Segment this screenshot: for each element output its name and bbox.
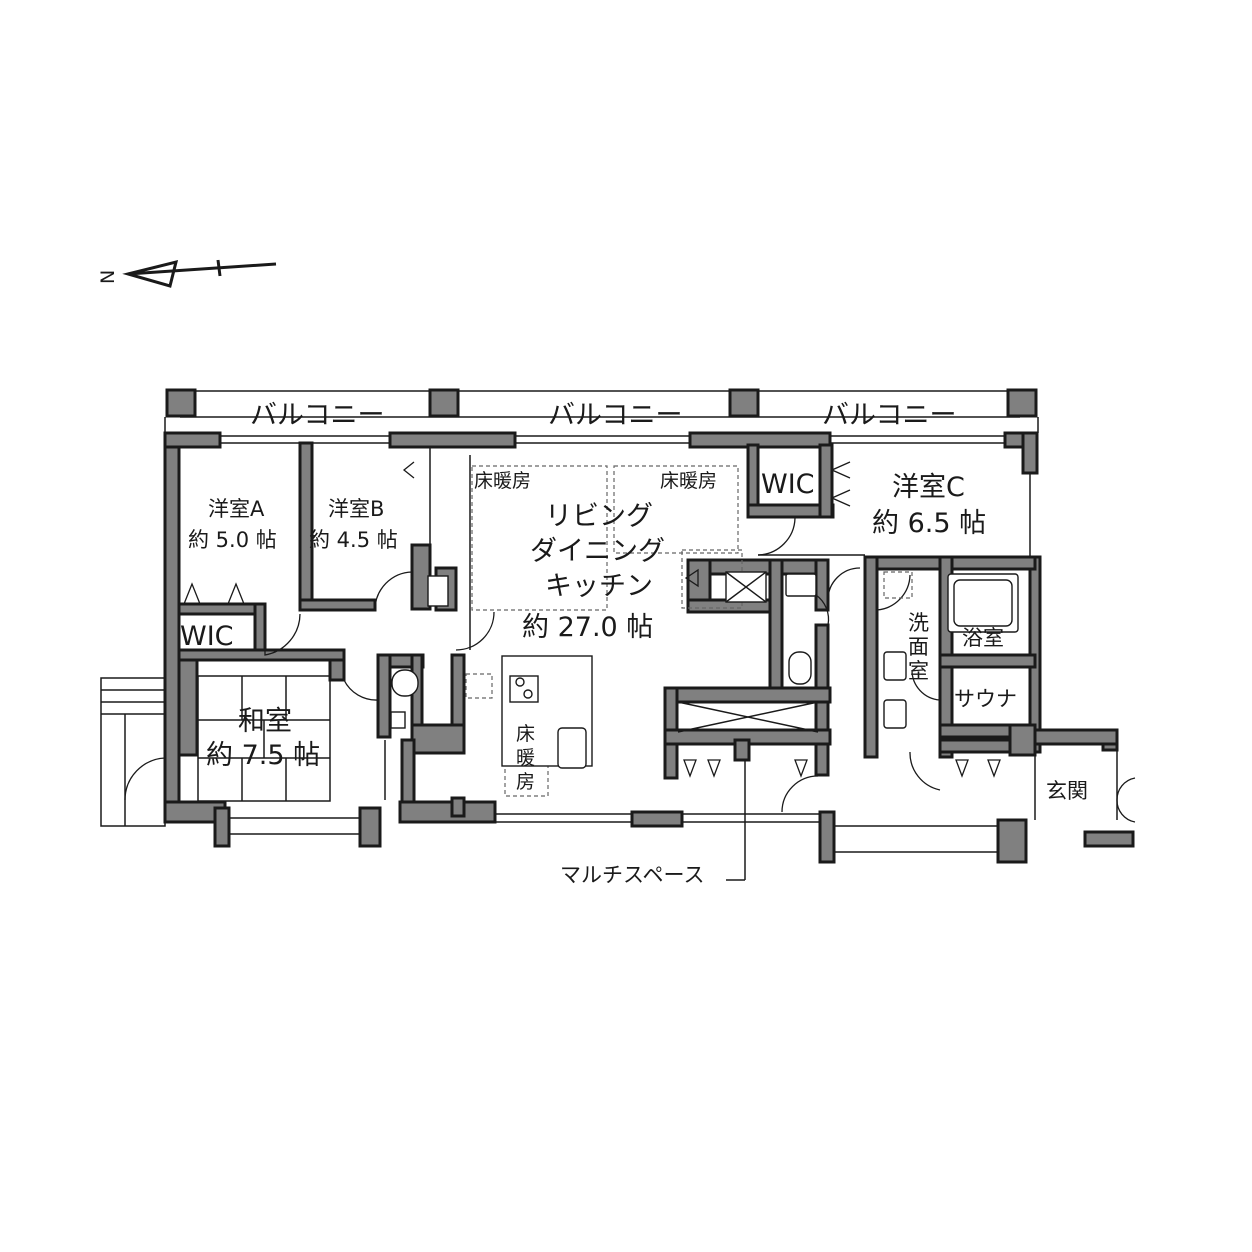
room-b-size: 約 4.5 帖 (309, 528, 398, 552)
floor-heat-vertical-3: 房 (516, 771, 535, 793)
bottom-windows (229, 813, 998, 853)
floor-heat-vertical-1: 床 (516, 723, 535, 745)
floor-heat-label-2: 床暖房 (660, 470, 717, 492)
ldk-label-1: リビング (545, 501, 653, 532)
washroom-label-1: 洗 (908, 611, 929, 635)
interior-walls (177, 441, 1037, 804)
washroom-label-2: 面 (908, 635, 929, 659)
entrance-label: 玄関 (1046, 779, 1088, 803)
washroom-label-3: 室 (908, 659, 929, 683)
bath-label: 浴室 (962, 626, 1004, 650)
balcony-right-label: バルコニー (822, 400, 956, 431)
tatami-grid (197, 675, 331, 802)
room-c-name: 洋室C (892, 472, 965, 503)
floor-heat-vertical-2: 暖 (516, 747, 535, 769)
fixtures (390, 571, 1019, 769)
ldk-label-2: ダイニング (530, 536, 665, 567)
balcony-center-label: バルコニー (548, 400, 682, 431)
entry-steps (100, 677, 166, 827)
ldk-label-3: キッチン (545, 571, 653, 602)
floor-heat-label-1: 床暖房 (474, 470, 531, 492)
closet-doors (683, 759, 1001, 778)
wic-right-label: WIC (761, 469, 815, 500)
balcony-rail (164, 390, 1039, 433)
structural-columns (165, 388, 1038, 418)
room-a-name: 洋室A (208, 497, 265, 521)
washitsu-name: 和室 (238, 706, 292, 737)
sauna-label: サウナ (954, 687, 1017, 711)
room-b-name: 洋室B (328, 497, 384, 521)
north-arrow-icon (122, 259, 277, 288)
partitions (384, 447, 1118, 881)
multispace-label: マルチスペース (560, 863, 704, 887)
washitsu-size: 約 7.5 帖 (206, 740, 320, 771)
outer-walls (163, 431, 1135, 864)
ldk-size: 約 27.0 帖 (522, 612, 653, 643)
room-a-size: 約 5.0 帖 (188, 528, 277, 552)
north-label: N (97, 270, 119, 284)
balcony-left-label: バルコニー (250, 400, 384, 431)
top-windows (220, 435, 1031, 557)
room-c-size: 約 6.5 帖 (872, 508, 986, 539)
door-swings (124, 461, 1136, 823)
wic-left-label: WIC (180, 621, 234, 652)
